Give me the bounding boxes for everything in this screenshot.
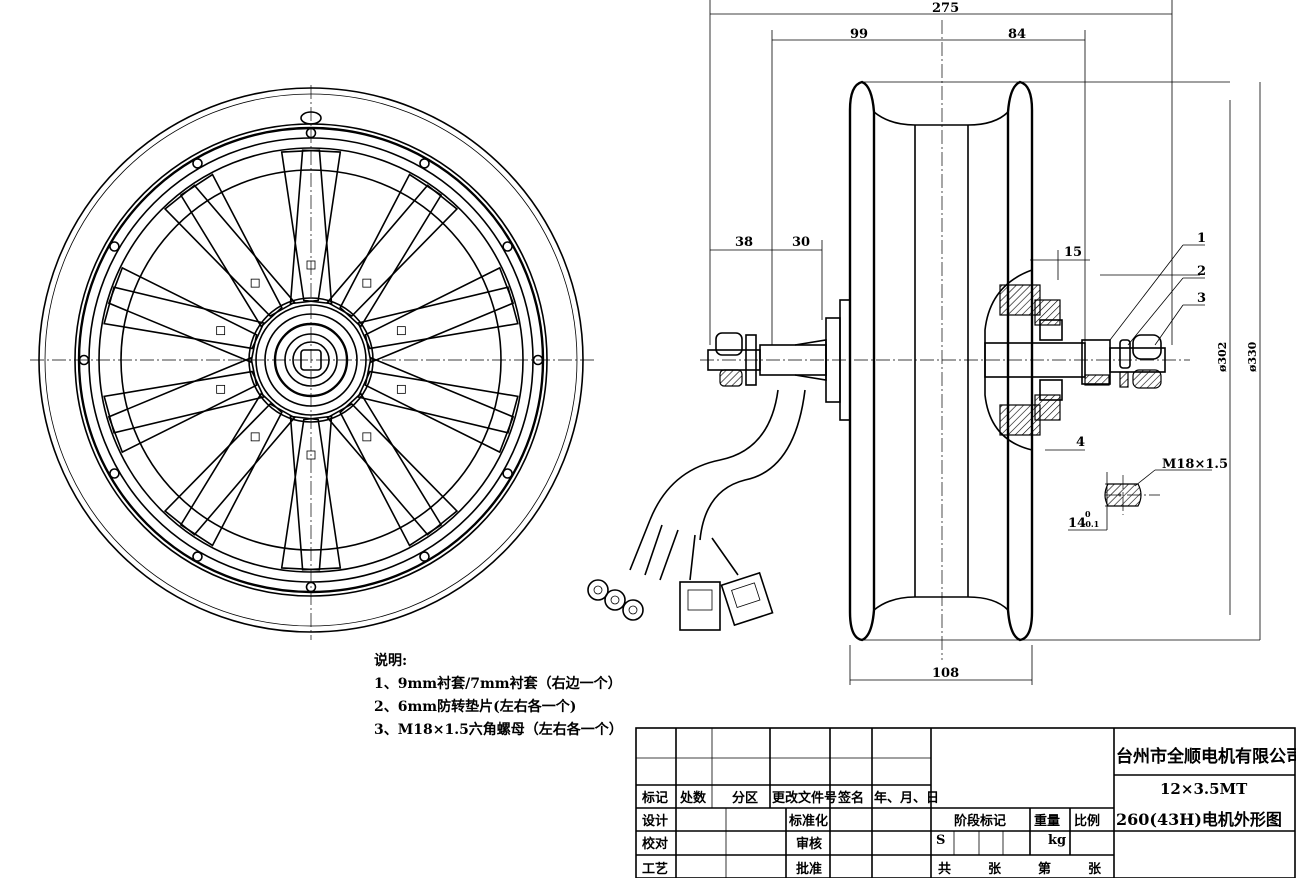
spoke xyxy=(364,266,515,364)
company-name: 台州市全顺电机有限公司 xyxy=(1116,747,1296,767)
spoke xyxy=(339,173,443,328)
dim-38: 38 xyxy=(735,235,753,250)
label-standardization: 标准化 xyxy=(789,814,829,829)
spoke xyxy=(289,415,342,571)
spoke-tab xyxy=(216,384,226,394)
spoke-tab xyxy=(250,278,260,288)
dim-99: 99 xyxy=(850,27,868,42)
label-check: 校对 xyxy=(642,837,669,852)
spoke xyxy=(107,356,258,454)
spoke-tab xyxy=(362,432,372,442)
bolt-icon xyxy=(502,241,513,252)
header-count: 处数 xyxy=(680,791,707,806)
model-number: 12×3.5MT xyxy=(1160,780,1248,798)
bolt-icon xyxy=(419,551,430,562)
label-stage: 阶段标记 xyxy=(954,814,1007,829)
spoke xyxy=(326,402,459,536)
flat-width: 14 xyxy=(1068,516,1086,531)
stage-value: S xyxy=(936,833,946,848)
spoke-tab xyxy=(306,260,316,270)
dim-275: 275 xyxy=(932,1,959,16)
bolt-icon xyxy=(305,581,317,593)
rim-bolts xyxy=(78,127,544,593)
spoke xyxy=(357,286,519,350)
weight-unit: kg xyxy=(1048,833,1067,848)
header-signature: 签名 xyxy=(838,791,865,806)
spoke xyxy=(179,392,283,547)
bolt-icon xyxy=(109,468,120,479)
dim-dia-302: ø302 xyxy=(1216,342,1229,372)
bolt-icon xyxy=(78,354,90,366)
label-weight: 重量 xyxy=(1034,814,1061,829)
label-scale: 比例 xyxy=(1074,814,1101,829)
notes: 说明: 1、9mm衬套/7mm衬套（右边一个） 2、6mm防转垫片(左右各一个)… xyxy=(374,650,623,742)
title-block-grid xyxy=(635,727,1296,878)
title-block: 标记 处数 分区 更改文件号 签名 年、月、日 设计 校对 工艺 标准化 审核 … xyxy=(636,728,1296,878)
flat-tol-lower: -0.1 xyxy=(1082,519,1099,529)
spoke-tab xyxy=(250,432,260,442)
sheet-unit: 张 xyxy=(1088,862,1102,877)
header-mark: 标记 xyxy=(642,791,669,806)
header-change-doc: 更改文件号 xyxy=(772,791,838,806)
front-view-wheel xyxy=(30,85,595,640)
dim-dia-330: ø330 xyxy=(1246,341,1259,372)
label-approve: 批准 xyxy=(796,862,823,877)
spoke-tab xyxy=(216,326,226,336)
bolt-icon xyxy=(192,158,203,169)
bolt-icon xyxy=(109,241,120,252)
balloon-2: 2 xyxy=(1197,264,1206,279)
note-item: 1、9mm衬套/7mm衬套（右边一个） xyxy=(374,676,622,692)
spoke xyxy=(103,286,265,350)
label-review: 审核 xyxy=(796,837,823,852)
dim-30: 30 xyxy=(792,235,810,250)
notes-title: 说明: xyxy=(374,653,408,669)
note-item: 2、6mm防转垫片(左右各一个) xyxy=(374,699,577,715)
balloon-1: 1 xyxy=(1197,231,1206,246)
spokes xyxy=(103,149,519,571)
drawing-title: 260(43H)电机外形图 xyxy=(1116,810,1282,829)
spoke-tab xyxy=(396,326,406,336)
spoke xyxy=(280,149,333,305)
sheet-number: 第 xyxy=(1038,862,1052,877)
spoke xyxy=(357,370,519,434)
spoke xyxy=(289,149,342,305)
spoke xyxy=(280,415,333,571)
dimension-labels: 275 99 84 38 30 15 4 108 ø302 ø330 M18×1… xyxy=(735,1,1259,681)
header-date: 年、月、日 xyxy=(874,791,940,806)
bolt-icon xyxy=(502,468,513,479)
spoke xyxy=(103,370,265,434)
thread-label: M18×1.5 xyxy=(1162,457,1228,472)
bolt-icon xyxy=(419,158,430,169)
header-zone: 分区 xyxy=(732,791,759,806)
balloon-3: 3 xyxy=(1197,291,1206,306)
sheet-unit: 张 xyxy=(988,862,1002,877)
spoke-tab xyxy=(396,384,406,394)
dim-4: 4 xyxy=(1076,435,1085,450)
bolt-icon xyxy=(532,354,544,366)
dim-108: 108 xyxy=(932,666,959,681)
bolt-icon xyxy=(192,551,203,562)
sheet-total: 共 xyxy=(938,862,952,877)
note-item: 3、M18×1.5六角螺母（左右各一个） xyxy=(374,722,623,738)
dim-15: 15 xyxy=(1064,245,1082,260)
bolt-icon xyxy=(305,127,317,139)
dim-84: 84 xyxy=(1008,27,1026,42)
spoke-tab xyxy=(306,450,316,460)
spoke xyxy=(163,184,296,318)
label-process: 工艺 xyxy=(642,862,669,877)
side-view-motor xyxy=(587,20,1260,660)
dimension-lines xyxy=(709,0,1261,685)
spoke-tab xyxy=(362,278,372,288)
flat-tol-upper: 0 xyxy=(1085,509,1091,519)
label-design: 设计 xyxy=(642,814,669,829)
